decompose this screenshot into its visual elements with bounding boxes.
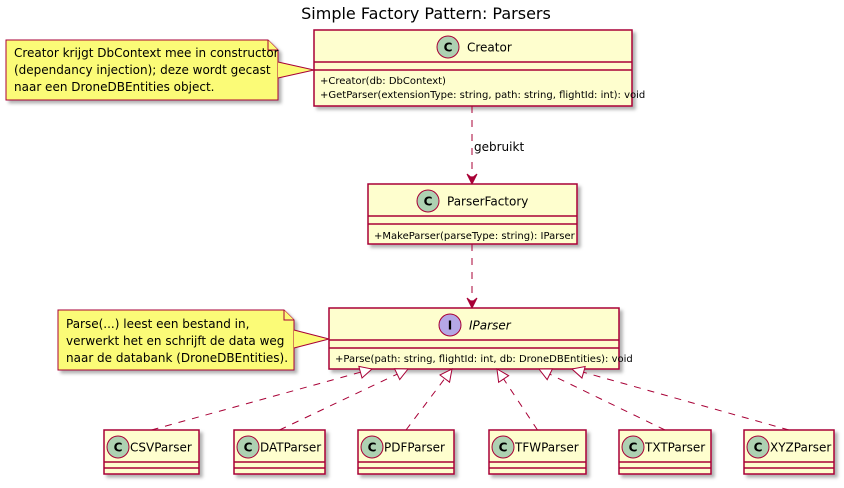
badge-letter: I [448,319,452,333]
class-method: +MakeParser(parseType: string): IParser [374,231,576,242]
note-line: Parse(...) leest een bestand in, [66,317,249,331]
class-name: DATParser [260,441,321,455]
interface-badge-icon [438,313,462,337]
realization-arrow [537,368,666,431]
realization-arrow [405,368,453,431]
creator-note: Creator krijgt DbContext mee in construc… [5,39,315,101]
uses-relation: gebruikt [466,106,524,186]
class-datparser: C DATParser [233,429,326,475]
badge-letter: C [424,195,433,209]
class-name: Creator [467,41,512,55]
class-badge-icon [236,435,260,459]
class-badge-icon [746,435,770,459]
class-name: TFWParser [514,441,579,455]
badge-letter: C [368,441,377,455]
badge-letter: C [114,441,123,455]
badge-letter: C [244,441,253,455]
interface-name: IParser [469,319,512,333]
class-xyzparser: C XYZParser [743,429,835,475]
class-tfwparser: C TFWParser [488,429,587,475]
badge-letter: C [754,441,763,455]
class-parser-factory: C ParserFactory +MakeParser(parseType: s… [367,183,578,245]
class-badge-icon [360,435,384,459]
interface-iparser: I IParser +Parse(path: string, flightId:… [328,307,633,370]
realization-links [151,365,790,431]
class-txtparser: C TXTParser [618,429,712,475]
iparser-note: Parse(...) leest een bestand in, verwerk… [57,309,330,371]
class-name: PDFParser [384,441,445,455]
class-method: +GetParser(extensionType: string, path: … [320,90,645,101]
badge-letter: C [629,441,638,455]
realization-arrow [570,365,790,431]
class-badge-icon [416,189,440,213]
note-line: (dependancy injection); deze wordt gecas… [14,63,271,77]
class-name: CSVParser [130,441,192,455]
class-csvparser: C CSVParser [103,429,200,475]
note-line: naar een DroneDBEntities object. [14,80,214,94]
class-badge-icon [621,435,645,459]
parser-classes: C CSVParser C DATParser C PDFParser C TFWParser… [103,429,835,475]
note-line: naar de databank (DroneDBEntities). [66,351,288,365]
class-pdfparser: C PDFParser [357,429,455,475]
realization-arrow [151,365,374,431]
class-badge-icon [491,435,515,459]
realization-arrow [496,368,538,431]
class-name: TXTParser [644,441,705,455]
class-name: ParserFactory [447,195,528,209]
relation-label: gebruikt [474,140,524,154]
class-creator: C Creator +Creator(db: DbContext) +GetPa… [313,29,645,107]
badge-letter: C [499,441,508,455]
class-method: +Parse(path: string, flightId: int, db: … [335,354,633,365]
class-name: XYZParser [770,441,831,455]
note-line: Creator krijgt DbContext mee in construc… [14,46,279,60]
class-method: +Creator(db: DbContext) [320,76,446,87]
creates-relation [466,244,478,310]
diagram-title: Simple Factory Pattern: Parsers [301,4,551,23]
realization-arrow [279,368,410,431]
class-badge-icon [436,35,460,59]
class-badge-icon [106,435,130,459]
note-line: verwerkt het en schrijft de data weg [66,334,284,348]
badge-letter: C [444,41,453,55]
